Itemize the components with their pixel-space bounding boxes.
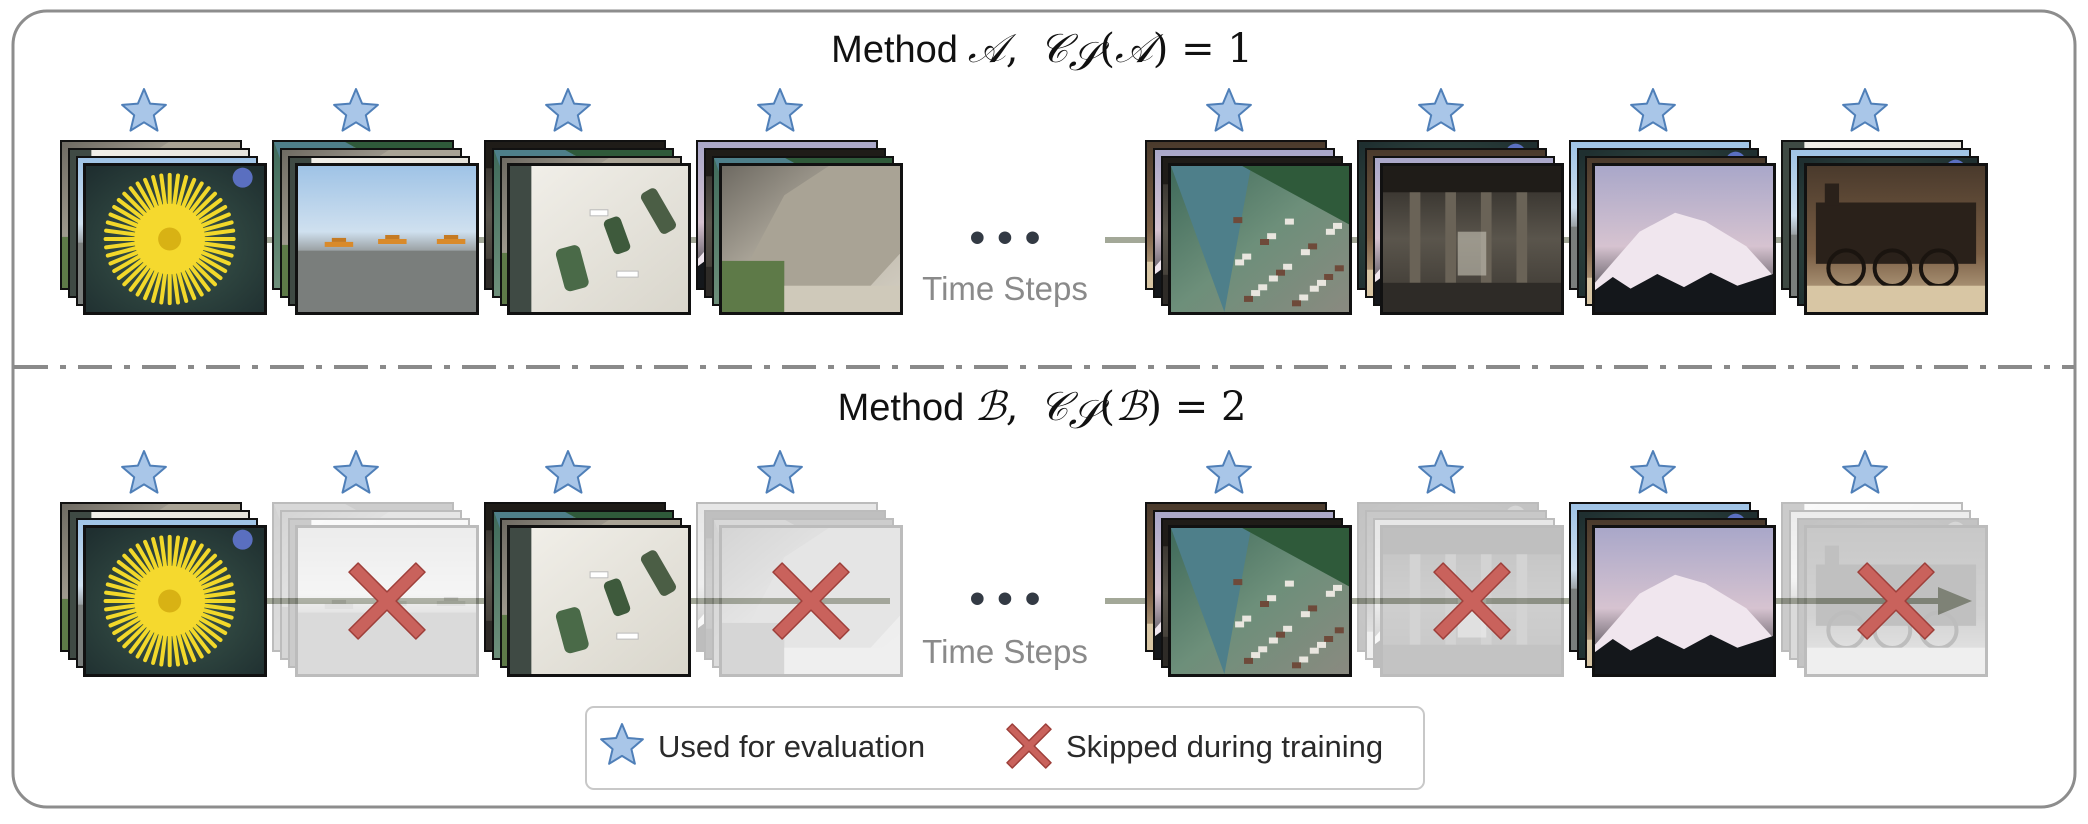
panel-a-method-label: Method <box>831 29 958 71</box>
image-village <box>1168 525 1352 677</box>
time-step-stack-5 <box>1145 140 1352 315</box>
star-icon <box>600 723 644 765</box>
image-cliff <box>719 163 903 315</box>
time-step-stack-8 <box>1781 140 1988 315</box>
panel-b-ellipsis: • • • <box>970 574 1041 623</box>
cross-icon <box>1857 562 1935 640</box>
star-icon <box>1842 450 1888 494</box>
panel-a-time-steps-label: Time Steps <box>922 270 1088 307</box>
star-icon <box>1206 450 1252 494</box>
star-icon <box>121 450 167 494</box>
cross-icon <box>772 562 850 640</box>
cross-icon <box>1433 562 1511 640</box>
panel-b-time-steps-label: Time Steps <box>922 633 1088 670</box>
time-step-stack-3 <box>484 502 691 677</box>
image-dandelion <box>83 163 267 315</box>
time-step-stack-6 <box>1357 140 1564 315</box>
panel-b-formula-arg: ℬ <box>1115 384 1149 430</box>
panel-b-steps <box>60 450 1988 677</box>
legend-star-label: Used for evaluation <box>658 729 925 764</box>
panel-a-formula-value: 1 <box>1227 26 1252 72</box>
cross-icon <box>348 562 426 640</box>
panel-a-ellipsis: • • • <box>970 213 1041 262</box>
star-icon <box>333 88 379 132</box>
panel-b-formula-value: 2 <box>1221 384 1246 430</box>
image-train <box>1804 525 1988 677</box>
star-icon <box>600 723 644 765</box>
image-village <box>1168 163 1352 315</box>
star-icon <box>545 88 591 132</box>
time-step-stack-4 <box>696 140 903 315</box>
time-step-stack-1 <box>60 502 267 677</box>
image-train <box>1804 163 1988 315</box>
image-bridge <box>1380 163 1564 315</box>
time-step-stack-5 <box>1145 502 1352 677</box>
panel-b-gap-mask <box>890 589 1105 613</box>
time-step-stack-1 <box>60 140 267 315</box>
image-dandelion <box>83 525 267 677</box>
cross-icon <box>1006 723 1052 769</box>
image-museum <box>507 163 691 315</box>
panel-b-method-label: Method <box>838 387 965 429</box>
star-icon <box>1630 450 1676 494</box>
panel-a-steps <box>60 88 1988 315</box>
star-icon <box>1842 88 1888 132</box>
time-step-stack-2 <box>272 140 479 315</box>
legend: Used for evaluation Skipped during train… <box>585 706 1425 790</box>
panel-b-method-symbol: ℬ <box>974 384 1008 430</box>
star-icon <box>1630 88 1676 132</box>
image-airplanes <box>295 163 479 315</box>
star-icon <box>1206 88 1252 132</box>
time-step-stack-3 <box>484 140 691 315</box>
time-step-stack-7 <box>1569 502 1776 677</box>
star-icon <box>1418 88 1464 132</box>
cross-icon <box>1006 723 1052 769</box>
time-step-stack-8 <box>1781 502 1988 677</box>
star-icon <box>757 88 803 132</box>
image-mountain <box>1592 525 1776 677</box>
star-icon <box>1418 450 1464 494</box>
image-museum <box>507 525 691 677</box>
panel-a-gap-mask <box>890 228 1105 252</box>
legend-box <box>585 706 1425 790</box>
image-bridge <box>1380 525 1564 677</box>
star-icon <box>545 450 591 494</box>
image-mountain <box>1592 163 1776 315</box>
star-icon <box>333 450 379 494</box>
time-step-stack-7 <box>1569 140 1776 315</box>
legend-cross-label: Skipped during training <box>1066 729 1383 764</box>
star-icon <box>121 88 167 132</box>
star-icon <box>757 450 803 494</box>
